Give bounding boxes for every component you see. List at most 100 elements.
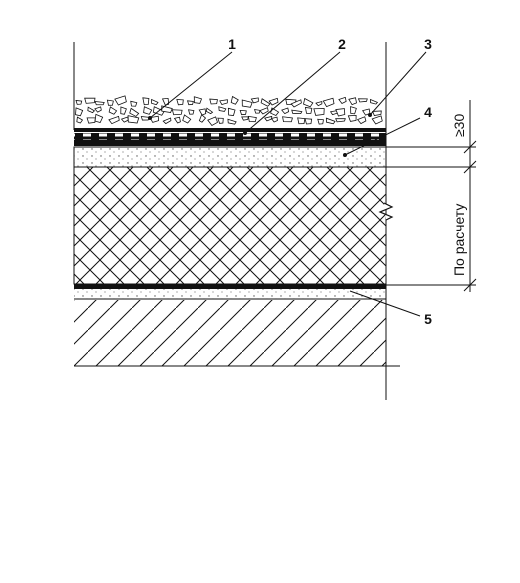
- gravel-stone: [348, 97, 357, 106]
- callout-1: 1: [228, 36, 236, 52]
- leader-1: [149, 51, 233, 119]
- gravel-stone: [217, 117, 224, 124]
- callout-3: 3: [424, 36, 432, 52]
- gravel-stone: [315, 100, 323, 107]
- gravel-stone: [106, 99, 114, 106]
- gravel-stone: [140, 116, 150, 121]
- gravel-stone: [76, 116, 84, 124]
- callout-2: 2: [338, 36, 346, 52]
- gravel-stone: [182, 114, 192, 124]
- gravel-stone: [282, 116, 293, 123]
- gravel-stone: [241, 116, 249, 121]
- gravel-stone: [356, 116, 367, 125]
- gravel-stone: [297, 117, 306, 125]
- gravel-stone: [207, 116, 218, 126]
- gravel-stone: [250, 97, 259, 104]
- gravel-stone: [325, 117, 336, 125]
- gravel-stone: [350, 106, 357, 115]
- gravel-stone: [129, 107, 140, 117]
- gravel-stone: [198, 108, 207, 116]
- gravel-stone: [173, 116, 181, 124]
- gravel-stone: [227, 107, 236, 116]
- membrane-line-bottom: [74, 140, 386, 146]
- gravel-stone: [317, 118, 324, 125]
- callout-4: 4: [424, 104, 432, 120]
- gravel-stone: [127, 115, 140, 124]
- gravel-stone: [94, 101, 105, 106]
- gravel-stone: [161, 105, 173, 114]
- gravel-stone: [108, 115, 120, 125]
- gravel-stone: [75, 107, 84, 117]
- gravel-stone: [270, 116, 278, 123]
- gravel-stone: [84, 97, 96, 104]
- gravel-stone: [94, 113, 104, 123]
- leader-5: [349, 290, 421, 317]
- leader-lines: [148, 51, 427, 317]
- gravel-stone: [176, 99, 184, 106]
- base-slab: [74, 300, 386, 366]
- gravel-stone: [120, 106, 127, 115]
- gravel-stone: [227, 118, 237, 125]
- gravel-stone: [247, 115, 257, 123]
- gravel-stone: [218, 106, 227, 112]
- membrane-line-top: [74, 128, 386, 132]
- vapor-barrier: [74, 284, 386, 289]
- gravel-stone: [186, 100, 194, 106]
- gravel-stone: [291, 109, 303, 115]
- gravel-stone: [130, 100, 138, 107]
- leveling-layer: [74, 289, 386, 299]
- gravel-stone: [270, 107, 280, 117]
- gravel-stone: [162, 117, 172, 125]
- gravel-stone: [161, 97, 170, 106]
- screed-layer: [73, 146, 387, 168]
- gravel-stone: [94, 106, 102, 113]
- gravel-stone: [322, 97, 335, 108]
- gravel-stone: [370, 98, 379, 105]
- gravel-stone: [198, 113, 207, 123]
- gravel-stone: [205, 107, 214, 115]
- gravel-stone: [75, 99, 83, 105]
- dimension-insulation: По расчету: [451, 204, 467, 276]
- gravel-stone: [304, 106, 313, 114]
- gravel-stone: [108, 106, 118, 115]
- gravel-stone: [254, 108, 261, 114]
- dimension-top-layer: ≥30: [451, 114, 467, 137]
- gravel-stone: [219, 99, 228, 105]
- gravel-stone: [239, 109, 247, 116]
- gravel-stone: [371, 115, 383, 125]
- gravel-stone: [372, 110, 382, 117]
- gravel-stone: [304, 118, 313, 125]
- gravel-stone: [149, 115, 159, 123]
- dimension-lines: [386, 100, 477, 292]
- gravel-stone: [193, 96, 203, 104]
- gravel-stone: [143, 106, 153, 115]
- gravel-stone: [87, 106, 96, 114]
- gravel-stone: [86, 117, 96, 124]
- gravel-stone: [188, 109, 195, 115]
- gravel-stone: [338, 96, 347, 104]
- leader-2: [244, 51, 341, 134]
- gravel-stone: [209, 98, 218, 105]
- gravel-stone: [281, 107, 290, 115]
- callout-5: 5: [424, 311, 432, 327]
- break-mark: [378, 202, 394, 221]
- gravel-stone: [230, 95, 239, 105]
- gravel-stone: [335, 118, 346, 123]
- gravel-stone: [290, 99, 302, 108]
- drainage-band: [74, 133, 386, 140]
- insulation-layer: [73, 166, 387, 285]
- gravel-stone: [142, 97, 150, 106]
- leader-3: [369, 51, 427, 116]
- gravel-stone: [347, 114, 357, 122]
- gravel-stone: [151, 98, 159, 106]
- gravel-stone: [241, 99, 253, 108]
- gravel-stone: [259, 107, 269, 115]
- gravel-stone: [260, 98, 271, 107]
- gravel-layer: [75, 95, 383, 126]
- gravel-stone: [357, 98, 368, 103]
- leader-4: [344, 117, 421, 156]
- gravel-stone: [268, 97, 279, 106]
- gravel-stone: [313, 108, 325, 116]
- gravel-stone: [303, 97, 314, 108]
